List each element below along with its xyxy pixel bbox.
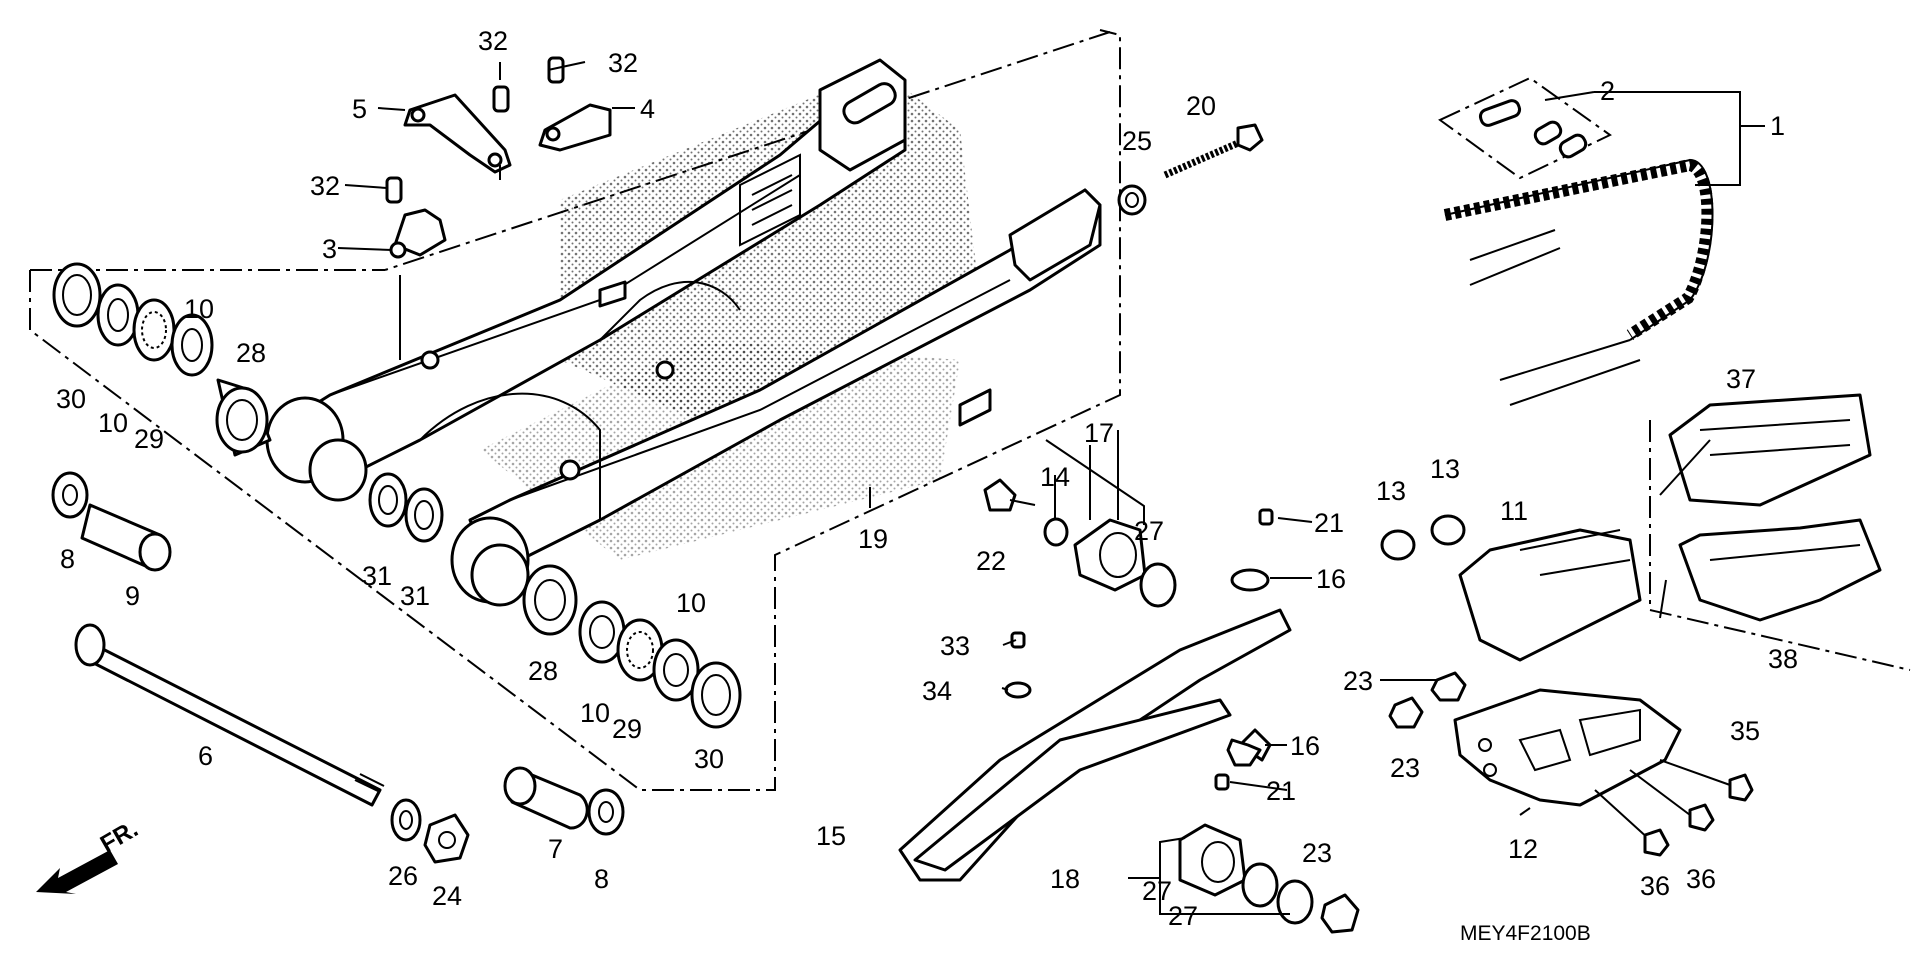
callout-12: 12 [1508,834,1538,864]
callout-28-a: 28 [236,338,266,368]
callout-28-b: 28 [528,656,558,686]
callout-32-b: 32 [608,48,638,78]
callout-8-right: 8 [594,864,609,894]
callout-30-a: 30 [56,384,86,414]
callout-38: 38 [1768,644,1798,674]
front-direction-marker: FR. [36,815,143,894]
callout-29-b: 29 [612,714,642,744]
callout-7: 7 [548,834,563,864]
callout-22: 22 [976,546,1006,576]
leader-lines [337,61,1765,915]
callout-13-a: 13 [1376,476,1406,506]
front-marker-label: FR. [96,815,143,858]
callout-10-a: 10 [184,294,214,324]
callout-21-b: 21 [1266,776,1296,806]
pivot-bearings-right [522,564,742,729]
callout-29-a: 29 [134,424,164,454]
callout-21-a: 21 [1314,508,1344,538]
pivot-bearings-center [368,472,444,543]
callout-23-a: 23 [1343,666,1373,696]
callout-16-b: 16 [1290,731,1320,761]
callout-33: 33 [940,631,970,661]
pivot-bolt-and-collars [51,471,625,864]
callout-10-d: 10 [580,698,610,728]
callout-30-b: 30 [694,744,724,774]
callout-8-left: 8 [60,544,75,574]
callout-18: 18 [1050,864,1080,894]
callout-13-b: 13 [1430,454,1460,484]
callout-17: 17 [1084,418,1114,448]
callout-2: 2 [1600,76,1615,106]
callout-11: 11 [1500,496,1528,526]
callout-4: 4 [640,94,655,124]
diagram-code: MEY4F2100B [1460,922,1591,945]
callout-3: 3 [322,234,337,264]
callout-25: 25 [1122,126,1152,156]
callout-27-b: 27 [1142,876,1172,906]
callout-20: 20 [1186,91,1216,121]
chain-guide-plate [1388,671,1754,857]
callout-31-a: 31 [362,561,392,591]
callout-26: 26 [388,861,418,891]
chain-slider [898,508,1292,882]
callout-35: 35 [1730,716,1760,746]
callout-10-c: 10 [676,588,706,618]
callout-19: 19 [858,524,888,554]
drive-chain [1438,76,1714,406]
callout-37: 37 [1726,364,1756,394]
callout-9: 9 [125,581,140,611]
callout-14: 14 [1040,462,1070,492]
callout-36-a: 36 [1640,871,1670,901]
callout-15: 15 [816,821,846,851]
swingarm [265,58,1102,607]
callout-23-c: 23 [1302,838,1332,868]
pivot-bearings-left [52,262,272,457]
callout-labels: 1 2 3 4 5 6 7 8 8 9 10 10 10 10 11 12 13… [56,26,1798,945]
callout-5: 5 [352,94,367,124]
callout-32-a: 32 [478,26,508,56]
callout-27-c: 27 [1168,901,1198,931]
chain-rollers [983,478,1360,934]
callout-36-b: 36 [1686,864,1716,894]
chain-guide [1380,393,1911,671]
adjuster-bolt [1117,123,1264,216]
callout-6: 6 [198,741,213,771]
callout-27-a: 27 [1134,516,1164,546]
callout-16-a: 16 [1316,564,1346,594]
callout-10-b: 10 [98,408,128,438]
callout-31-b: 31 [400,581,430,611]
chain-guide-clamps [385,56,612,259]
callout-23-b: 23 [1390,753,1420,783]
callout-1: 1 [1770,111,1785,141]
callout-24: 24 [432,881,462,911]
callout-32-c: 32 [310,171,340,201]
callout-34: 34 [922,676,952,706]
